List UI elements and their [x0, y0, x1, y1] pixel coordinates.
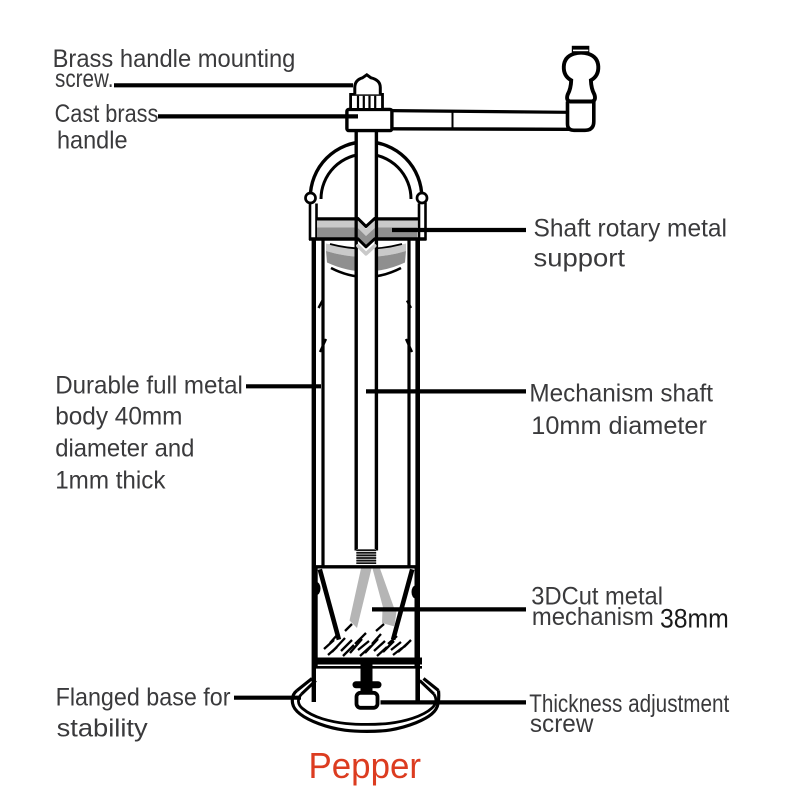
svg-text:handle: handle: [57, 126, 128, 154]
svg-text:Durable full metal: Durable full metal: [55, 372, 243, 400]
svg-text:mechanism: mechanism: [532, 603, 654, 631]
svg-text:screw.: screw.: [55, 65, 114, 93]
svg-text:Brass handle mounting: Brass handle mounting: [53, 45, 296, 73]
svg-text:screw: screw: [530, 710, 594, 738]
svg-text:Cast brass: Cast brass: [55, 100, 159, 128]
svg-text:10mm diameter: 10mm diameter: [531, 412, 707, 440]
svg-text:1mm thick: 1mm thick: [55, 467, 166, 495]
svg-text:Mechanism shaft: Mechanism shaft: [529, 379, 713, 407]
svg-text:Flanged base for: Flanged base for: [56, 684, 231, 712]
svg-text:body 40mm: body 40mm: [55, 402, 182, 430]
svg-text:diameter and: diameter and: [55, 435, 194, 463]
svg-text:Pepper: Pepper: [309, 745, 422, 786]
svg-text:support: support: [534, 245, 626, 273]
svg-text:38mm: 38mm: [660, 604, 729, 634]
svg-text:stability: stability: [57, 714, 149, 742]
svg-text:Thickness adjustment: Thickness adjustment: [529, 690, 729, 718]
svg-text:3DCut metal: 3DCut metal: [531, 583, 663, 611]
svg-text:Shaft rotary metal: Shaft rotary metal: [534, 215, 728, 243]
